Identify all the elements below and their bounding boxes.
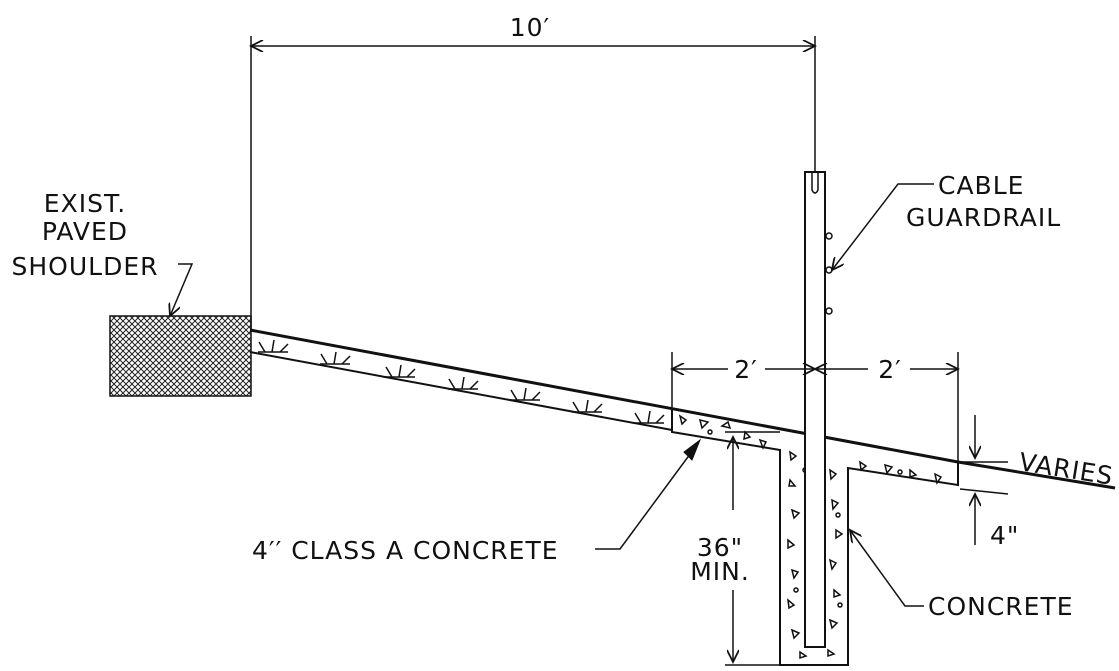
shoulder-label-1: EXIST. <box>44 189 126 218</box>
arrowhead-icon <box>683 438 702 461</box>
class-a-label: 4′′ CLASS A CONCRETE <box>252 536 559 565</box>
slope-bottom-line <box>249 351 673 431</box>
cable-icon <box>825 232 833 315</box>
guardrail-post <box>804 171 826 648</box>
dim-36in-label: 36" <box>697 533 743 562</box>
guardrail-label-1: CABLE <box>938 171 1024 200</box>
dim-2ft-left-label: 2′ <box>734 355 758 384</box>
dim-36in-min-label: MIN. <box>690 557 750 586</box>
dim-4in-label: 4" <box>990 521 1019 550</box>
shoulder-leader <box>170 263 194 316</box>
grass-tuft-icon <box>258 339 665 424</box>
concrete-leader <box>850 530 924 607</box>
dim-10ft-label: 10′ <box>510 13 551 42</box>
post-slot <box>811 172 819 194</box>
slope-top-line <box>249 328 959 464</box>
varies-label: VARIES <box>1017 447 1115 491</box>
dim-2ft-right-label: 2′ <box>878 355 902 384</box>
shoulder-label-3: SHOULDER <box>12 252 159 281</box>
concrete-label: CONCRETE <box>928 592 1074 621</box>
class-a-leader <box>595 445 697 550</box>
guardrail-label-2: GUARDRAIL <box>906 203 1061 232</box>
dim-4in-ext-bottom <box>959 488 1009 495</box>
paved-shoulder-block <box>109 315 252 397</box>
guardrail-leader <box>832 183 934 270</box>
shoulder-label-2: PAVED <box>42 217 128 246</box>
ground-right <box>957 460 1116 490</box>
concrete-slab-outline <box>671 408 959 666</box>
